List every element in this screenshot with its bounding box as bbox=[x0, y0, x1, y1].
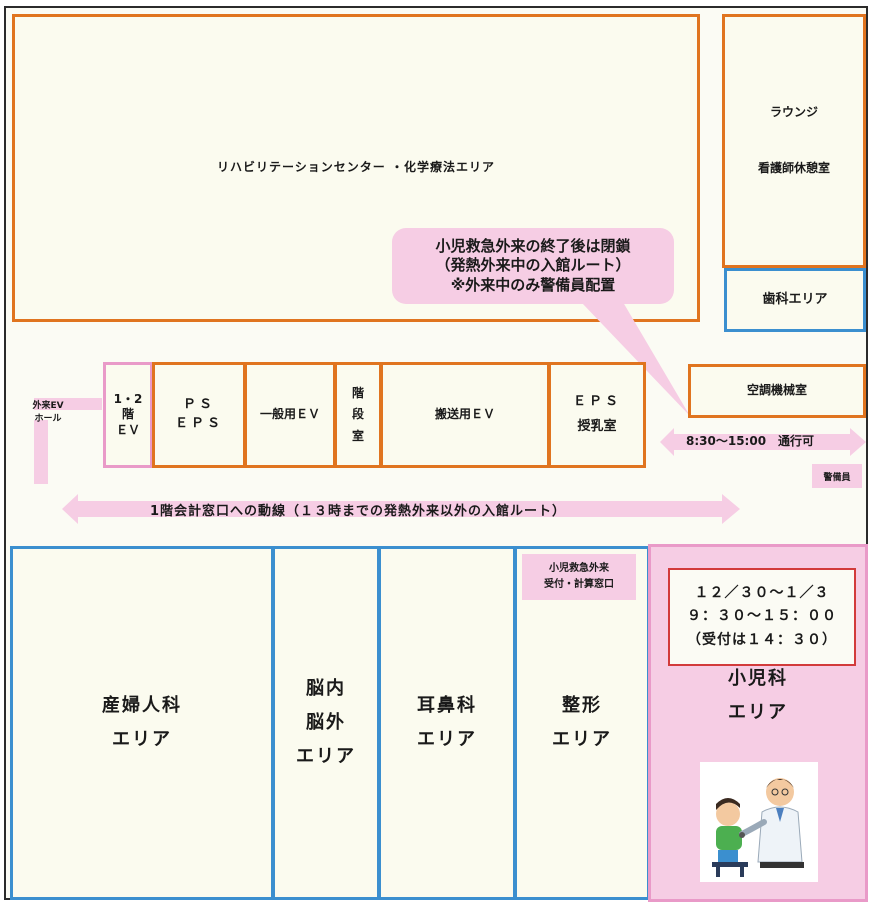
eps-label: ＥＰＳ bbox=[174, 416, 223, 431]
room-rehab-chemo: リハビリテーションセンター ・化学療法エリア bbox=[12, 14, 700, 322]
callout-line-3: ※外来中のみ警備員配置 bbox=[450, 275, 616, 294]
neuro-line-3: エリア bbox=[296, 746, 356, 768]
stairs-char-3: 室 bbox=[351, 428, 364, 443]
holiday-notice: １２／３０～１／３ ９：３０～１５：００ （受付は１４：３０） bbox=[668, 568, 856, 666]
route-label: 1階会計窓口への動線（１３時までの発熱外来以外の入館ルート） bbox=[150, 504, 567, 519]
area-ent: 耳鼻科 エリア bbox=[378, 546, 516, 900]
pediatrics-area-label: エリア bbox=[728, 702, 788, 723]
room-general-ev: 一般用ＥＶ bbox=[244, 362, 336, 468]
callout-closure-notice: 小児救急外来の終了後は閉鎖 （発熱外来中の入館ルート） ※外来中のみ警備員配置 bbox=[392, 228, 674, 304]
room-ev-1-2: 1・2 階 ＥＶ bbox=[103, 362, 153, 468]
area-obgyn: 産婦人科 エリア bbox=[10, 546, 274, 900]
ent-area-label: エリア bbox=[417, 729, 477, 750]
pediatrics-label: 小児科 bbox=[728, 667, 788, 689]
lounge-label: ラウンジ bbox=[769, 105, 818, 120]
stairs-char-2: 段 bbox=[351, 407, 364, 422]
neuro-line-2: 脳外 bbox=[306, 711, 346, 733]
ac-room-label: 空調機械室 bbox=[746, 383, 807, 398]
room-dental: 歯科エリア bbox=[724, 268, 866, 332]
ev-hall-line-2: ホール bbox=[34, 413, 62, 424]
eps-nursing-eps: ＥＰＳ bbox=[572, 394, 621, 410]
callout-line-2: （発熱外来中の入館ルート） bbox=[435, 256, 631, 275]
neuro-line-1: 脳内 bbox=[306, 677, 346, 699]
room-eps-nursing: ＥＰＳ 授乳室 bbox=[548, 362, 646, 468]
doctor-child-icon bbox=[712, 778, 804, 877]
area-neuro: 脳内 脳外 エリア bbox=[272, 546, 380, 900]
stairs-char-1: 階 bbox=[351, 385, 364, 400]
general-ev-label: 一般用ＥＶ bbox=[259, 407, 320, 422]
room-lounge: ラウンジ 看護師休憩室 bbox=[722, 14, 866, 268]
obgyn-area-label: エリア bbox=[112, 729, 172, 750]
ev12-line-1: 1・2 bbox=[113, 391, 143, 406]
holiday-dates: １２／３０～１／３ bbox=[694, 585, 830, 602]
holiday-reception: （受付は１４：３０） bbox=[687, 631, 837, 648]
doctor-with-child-illustration bbox=[700, 762, 818, 882]
room-transport-ev: 搬送用ＥＶ bbox=[380, 362, 550, 468]
passage-hours-label: 8:30～15:00 通行可 bbox=[686, 434, 815, 448]
dental-label: 歯科エリア bbox=[762, 291, 828, 307]
room-ac-machine: 空調機械室 bbox=[688, 364, 866, 418]
room-stairs: 階 段 室 bbox=[334, 362, 382, 468]
callout-pointer bbox=[560, 280, 690, 416]
route-arrow-shape bbox=[62, 494, 740, 524]
nurse-rest-label: 看護師休憩室 bbox=[757, 161, 830, 175]
peds-er-line-1: 小児救急外来 bbox=[549, 563, 609, 574]
passage-arrow-shape bbox=[660, 428, 866, 456]
ortho-label: 整形 bbox=[562, 694, 602, 716]
eps-nursing-label: 授乳室 bbox=[577, 419, 617, 434]
ortho-area-label: エリア bbox=[552, 729, 612, 750]
ev12-line-2: 階 bbox=[121, 407, 134, 422]
holiday-hours: ９：３０～１５：００ bbox=[687, 608, 837, 625]
route-arrow bbox=[62, 494, 740, 524]
ev-hall-label: 外来EV ホール bbox=[28, 400, 68, 425]
passage-arrow bbox=[660, 428, 866, 456]
room-rehab-label: リハビリテーションセンター ・化学療法エリア bbox=[217, 160, 495, 175]
ev-hall-arrow bbox=[34, 398, 102, 484]
guard-badge: 警備員 bbox=[812, 464, 862, 488]
guard-label: 警備員 bbox=[823, 472, 851, 483]
ev-hall-line-1: 外来EV bbox=[32, 401, 64, 411]
ent-label: 耳鼻科 bbox=[417, 694, 477, 716]
callout-tail bbox=[560, 280, 690, 416]
ev12-line-3: ＥＶ bbox=[115, 422, 140, 437]
ev-hall-arrow-stem bbox=[34, 420, 48, 484]
ev-hall-arrow-shaft bbox=[34, 398, 102, 410]
transport-ev-label: 搬送用ＥＶ bbox=[434, 407, 495, 422]
room-ps-eps: ＰＳ ＥＰＳ bbox=[152, 362, 246, 468]
ps-label: ＰＳ bbox=[182, 397, 215, 413]
callout-line-1: 小児救急外来の終了後は閉鎖 bbox=[435, 236, 631, 255]
peds-er-counter: 小児救急外来 受付・計算窓口 bbox=[522, 554, 636, 600]
obgyn-label: 産婦人科 bbox=[102, 694, 182, 716]
peds-er-line-2: 受付・計算窓口 bbox=[544, 579, 614, 590]
